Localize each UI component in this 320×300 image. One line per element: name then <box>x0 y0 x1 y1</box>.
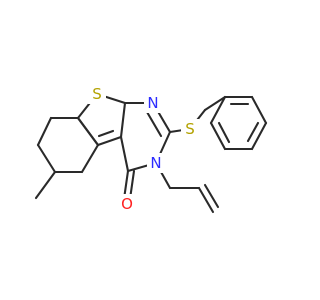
bond-ring-5 <box>36 143 57 174</box>
atom-n-ring: N <box>144 93 162 113</box>
bond-thiophene-4b <box>97 129 115 138</box>
bond-benzene-5 <box>209 121 227 151</box>
bond-benzene-double-2 <box>246 121 260 143</box>
bond-thiophene-3 <box>119 101 127 139</box>
bond-thiophene-4 <box>96 135 123 147</box>
bond-ring-4 <box>36 116 53 147</box>
bond-ring-1 <box>80 143 100 174</box>
atom-s-thioether: S <box>181 119 199 139</box>
atom-n-ring-text: N <box>147 94 158 112</box>
bond-benzene-double-3 <box>217 121 231 144</box>
bond-pyrimidine-2b <box>145 110 163 138</box>
molecule-diagram: S N S N O <box>34 84 268 214</box>
atom-s-thioether-text: S <box>185 120 195 138</box>
bond-allyl-3b <box>203 183 220 209</box>
bond-thiophene-5 <box>76 116 100 147</box>
bond-benzene-2 <box>250 95 268 125</box>
atom-o-carbonyl: O <box>118 194 136 214</box>
bond-methyl <box>34 170 57 200</box>
bond-benzyl-ch2 <box>203 95 227 112</box>
molecule-structure: S N S N O <box>34 84 268 214</box>
atom-n-allyl-text: N <box>150 154 161 172</box>
atom-s-thiophene-text: S <box>92 85 102 103</box>
bond-allyl-3 <box>197 186 215 214</box>
atom-o-carbonyl-text: O <box>121 195 133 213</box>
atom-label-layer: S N S N O <box>88 84 199 214</box>
bond-benzene-3 <box>250 121 268 151</box>
bond-benzene-6 <box>209 95 227 125</box>
atom-s-thiophene: S <box>88 84 106 104</box>
bond-pyrimidine-5 <box>119 135 130 173</box>
atom-n-allyl: N <box>147 153 165 173</box>
